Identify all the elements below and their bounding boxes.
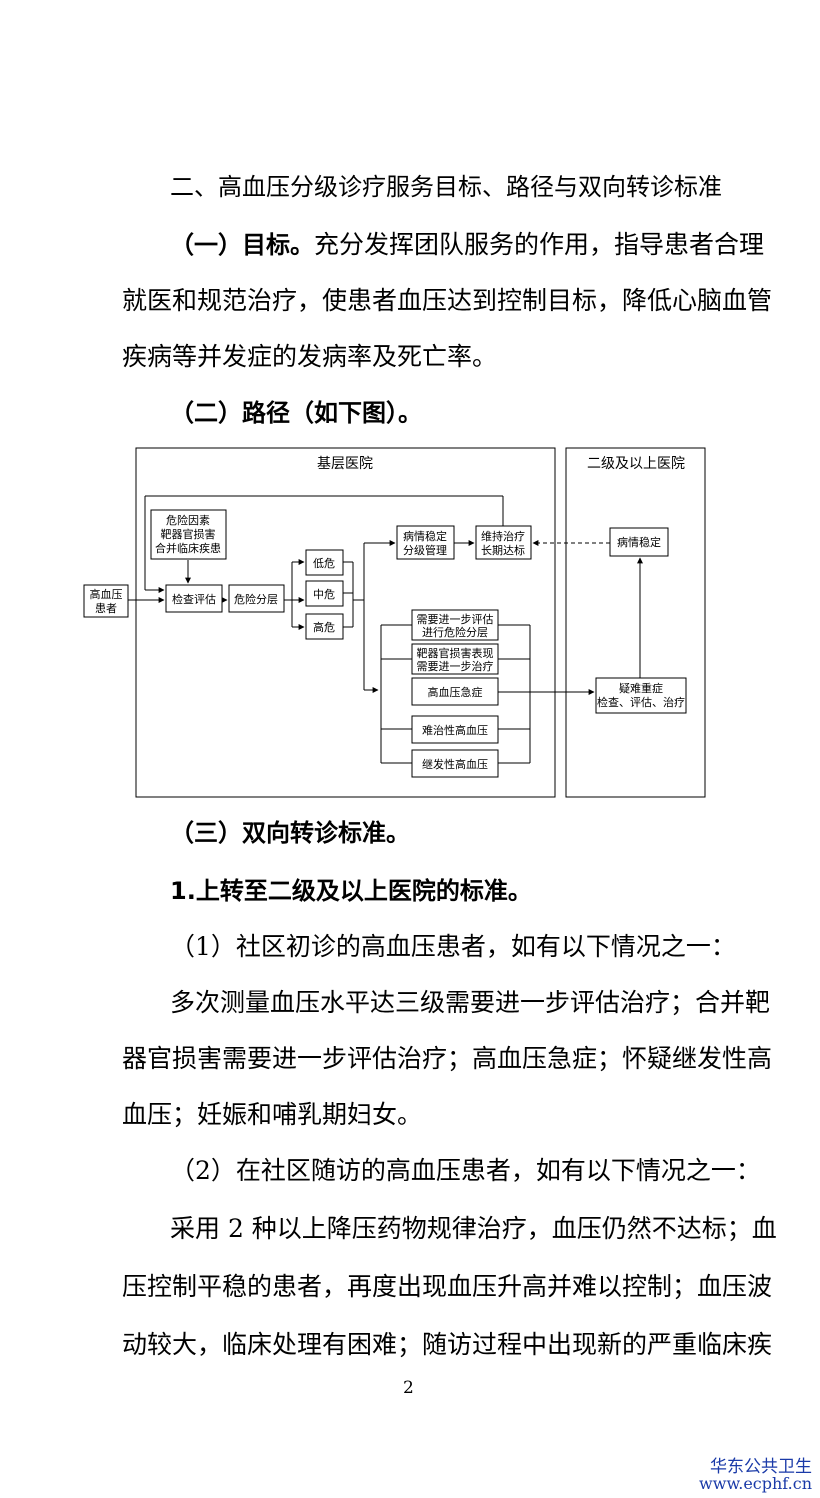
section-title: 二、高血压分级诊疗服务目标、路径与双向转诊标准: [170, 173, 722, 201]
low-risk-label: 低危: [313, 557, 335, 570]
stable-secondary-label: 病情稳定: [617, 535, 661, 549]
goal-line-2: 就医和规范治疗，使患者血压达到控制目标，降低心脑血管: [122, 286, 773, 315]
risk-factors-label-2: 靶器官损害: [161, 527, 216, 541]
maintain-label-2: 长期达标: [481, 543, 525, 557]
high-risk-label: 高危: [313, 620, 335, 634]
maintain-label-1: 维持治疗: [481, 529, 525, 543]
item2-line-3: 动较大，临床处理有困难；随访过程中出现新的严重临床疾: [122, 1330, 773, 1359]
goal-line-3: 疾病等并发症的发病率及死亡率。: [122, 342, 498, 371]
item2-line-2: 压控制平稳的患者，再度出现血压升高并难以控制；血压波: [122, 1272, 773, 1301]
referral-heading: （三）双向转诊标准。: [170, 819, 410, 847]
emergency-label: 高血压急症: [428, 685, 483, 699]
mid-risk-label: 中危: [313, 588, 335, 601]
need-eval-label-1: 需要进一步评估: [417, 613, 494, 626]
goal-text-1: 充分发挥团队服务的作用，指导患者合理: [314, 230, 765, 259]
goal-line-1: （一）目标。充分发挥团队服务的作用，指导患者合理: [170, 230, 764, 260]
risk-factors-box: [150, 509, 227, 560]
patient-box: [83, 584, 129, 618]
primary-hospital-title: 基层医院: [317, 455, 373, 472]
organ-damage-label-2: 需要进一步治疗: [417, 659, 494, 673]
difficult-label-1: 疑难重症: [619, 681, 663, 695]
item2-line-1: 采用 2 种以上降压药物规律治疗，血压仍然不达标；血: [170, 1214, 777, 1243]
goal-label: （一）目标。: [170, 231, 314, 259]
pathway-diagram: 基层医院 二级及以上医院 高血压 患者 危险因素 靶器官损害 合并临床疾患 检查…: [83, 447, 706, 798]
refractory-label: 难治性高血压: [422, 723, 488, 737]
item1-intro: （1）社区初诊的高血压患者，如有以下情况之一：: [170, 932, 736, 961]
risk-factors-label-1: 危险因素: [166, 513, 210, 527]
patient-label-2: 患者: [95, 602, 117, 615]
item1-line-3: 血压；妊娠和哺乳期妇女。: [122, 1100, 423, 1129]
primary-hospital-frame: [135, 447, 556, 798]
stable-mgmt-label-2: 分级管理: [403, 543, 447, 557]
stable-secondary-box: [609, 527, 669, 557]
watermark-name: 华东公共卫生: [710, 1457, 812, 1477]
item1-line-2: 器官损害需要进一步评估治疗；高血压急症；怀疑继发性高: [122, 1044, 773, 1073]
patient-label-1: 高血压: [90, 587, 123, 601]
up-referral-heading: 1.上转至二级及以上医院的标准。: [170, 877, 532, 905]
item1-line-1: 多次测量血压水平达三级需要进一步评估治疗；合并靶: [170, 988, 771, 1017]
secondary-htn-label: 继发性高血压: [422, 757, 488, 771]
secondary-hospital-title: 二级及以上医院: [587, 456, 685, 472]
watermark-url: www.ecphf.cn: [699, 1474, 812, 1493]
risk-strat-box: [228, 584, 285, 613]
page-number: 2: [403, 1378, 414, 1398]
difficult-label-2: 检查、评估、治疗: [597, 695, 685, 709]
item2-intro: （2）在社区随访的高血压患者，如有以下情况之一：: [170, 1156, 761, 1185]
risk-factors-label-3: 合并临床疾患: [155, 541, 221, 555]
difficult-box: [595, 677, 687, 714]
exam-eval-label: 检查评估: [172, 592, 216, 606]
path-heading: （二）路径（如下图）。: [170, 399, 422, 427]
organ-damage-label-1: 靶器官损害表现: [417, 646, 494, 660]
secondary-hospital-frame: [565, 447, 706, 798]
risk-strat-label: 危险分层: [234, 592, 278, 606]
stable-mgmt-label-1: 病情稳定: [403, 529, 447, 543]
need-eval-label-2: 进行危险分层: [422, 625, 488, 639]
